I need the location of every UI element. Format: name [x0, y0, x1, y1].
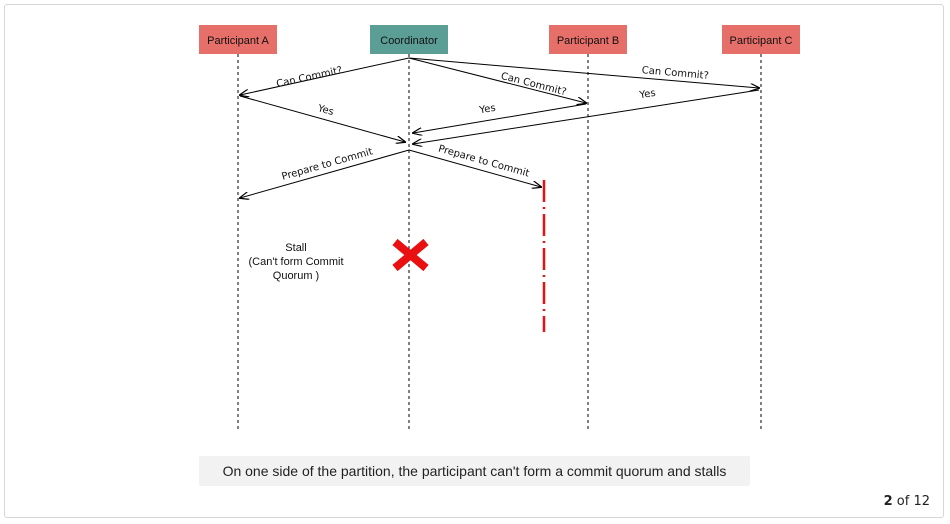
- message-label-can-commit-c: Can Commit?: [641, 65, 709, 82]
- message-label-can-commit-a: Can Commit?: [275, 65, 343, 90]
- message-yes-from-c: [413, 89, 760, 144]
- slide-frame: [4, 4, 944, 518]
- message-label-prepare-a: Prepare to Commit: [281, 146, 375, 182]
- stall-note: Stall (Can't form Commit Quorum ): [249, 242, 344, 282]
- coordinator-box: Coordinator: [370, 25, 448, 54]
- message-can-commit-to-a: [240, 57, 410, 95]
- svg-text:Participant A: Participant A: [207, 35, 269, 47]
- message-label-can-commit-b: Can Commit?: [500, 71, 568, 98]
- slide-pager: 2 of 12: [884, 494, 930, 509]
- slide-caption: On one side of the partition, the partic…: [199, 456, 750, 486]
- participant-a-box: Participant A: [199, 25, 277, 54]
- participant-c-box: Participant C: [722, 25, 800, 54]
- message-label-yes-b: Yes: [478, 103, 497, 117]
- message-can-commit-to-c: [408, 57, 759, 88]
- coordinator-failure-x-icon: [392, 238, 429, 272]
- message-can-commit-to-b: [408, 57, 586, 103]
- pager-total: 12: [913, 494, 930, 509]
- pager-of-label: of: [896, 494, 910, 509]
- message-label-yes-c: Yes: [638, 88, 657, 102]
- pager-current: 2: [883, 494, 893, 509]
- svg-text:Quorum ): Quorum ): [273, 270, 319, 282]
- svg-text:Participant B: Participant B: [557, 35, 619, 47]
- svg-text:Coordinator: Coordinator: [380, 35, 438, 47]
- message-yes-from-b: [413, 103, 587, 133]
- svg-text:Stall: Stall: [285, 242, 306, 254]
- message-label-yes-a: Yes: [315, 103, 334, 118]
- message-prepare-to-a: [240, 149, 410, 198]
- message-prepare-to-b: [408, 149, 541, 187]
- message-yes-from-a: [239, 95, 405, 142]
- svg-text:Participant C: Participant C: [730, 35, 793, 47]
- participant-b-box: Participant B: [549, 25, 627, 54]
- svg-text:(Can't form Commit: (Can't form Commit: [249, 256, 344, 268]
